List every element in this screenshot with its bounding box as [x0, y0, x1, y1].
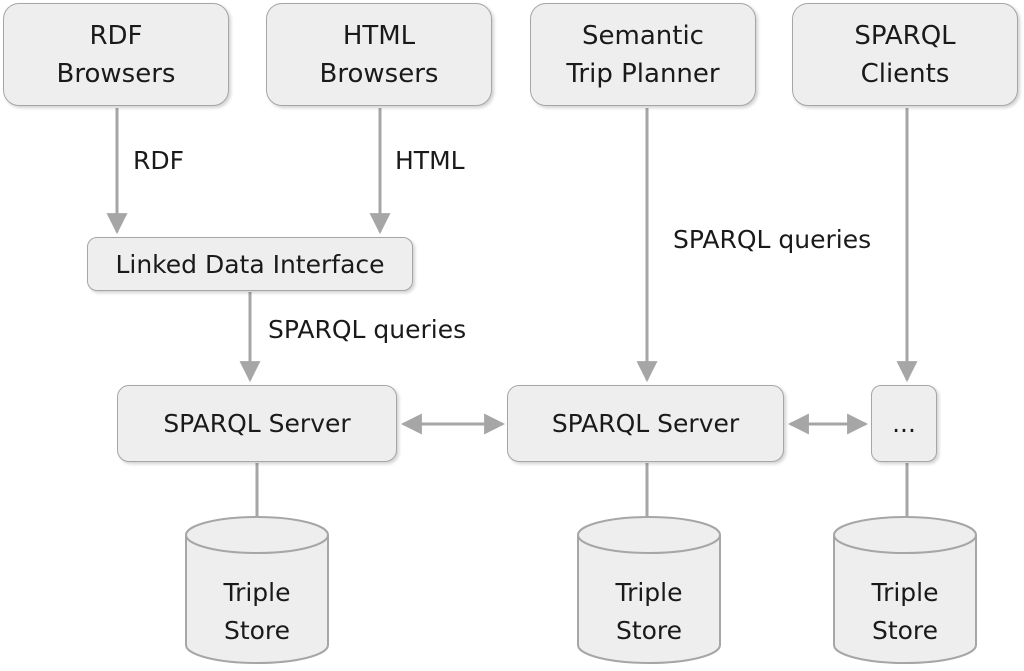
- more-servers-node: ...: [871, 385, 937, 462]
- sparql-server-middle-label: SPARQL Server: [551, 409, 740, 438]
- edge-label-rdf: RDF: [133, 146, 185, 175]
- triple-store-right-line-1: Triple: [871, 578, 939, 607]
- triple-store-middle-label: Triple Store: [578, 574, 720, 650]
- sparql-server-left-node: SPARQL Server: [117, 385, 397, 462]
- trip-planner-line-2: Trip Planner: [566, 58, 720, 89]
- triple-store-middle-line-1: Triple: [615, 578, 683, 607]
- triple-store-right-label: Triple Store: [834, 574, 976, 650]
- sparql-server-middle-node: SPARQL Server: [507, 385, 784, 462]
- sparql-clients-node: SPARQL Clients: [792, 3, 1018, 106]
- trip-planner-node: Semantic Trip Planner: [530, 3, 756, 106]
- triple-store-right-line-2: Store: [871, 616, 939, 645]
- triple-store-middle-line-2: Store: [615, 616, 683, 645]
- html-browsers-line-2: Browsers: [319, 58, 439, 89]
- triple-store-left-label: Triple Store: [186, 574, 328, 650]
- sparql-clients-line-1: SPARQL: [854, 20, 956, 51]
- sparql-server-left-label: SPARQL Server: [163, 409, 351, 438]
- triple-store-right-cylinder: [833, 516, 977, 664]
- rdf-browsers-node: RDF Browsers: [3, 3, 229, 106]
- triple-store-middle-cylinder: [577, 516, 721, 664]
- rdf-browsers-line-2: Browsers: [56, 58, 176, 89]
- edge-label-sparql-queries-planner: SPARQL queries: [673, 225, 872, 254]
- linked-data-interface-node: Linked Data Interface: [87, 237, 413, 291]
- linked-data-interface-label: Linked Data Interface: [115, 249, 385, 279]
- edge-label-html: HTML: [395, 146, 465, 175]
- triple-store-left-cylinder: [185, 516, 329, 664]
- html-browsers-line-1: HTML: [342, 20, 416, 51]
- html-browsers-node: HTML Browsers: [266, 3, 492, 106]
- triple-store-left-line-2: Store: [223, 616, 291, 645]
- trip-planner-line-1: Semantic: [582, 20, 704, 51]
- edge-label-sparql-queries-interface: SPARQL queries: [268, 315, 467, 344]
- rdf-browsers-line-1: RDF: [89, 20, 143, 51]
- sparql-clients-line-2: Clients: [860, 58, 950, 89]
- triple-store-left-line-1: Triple: [223, 578, 291, 607]
- more-servers-label: ...: [892, 409, 916, 438]
